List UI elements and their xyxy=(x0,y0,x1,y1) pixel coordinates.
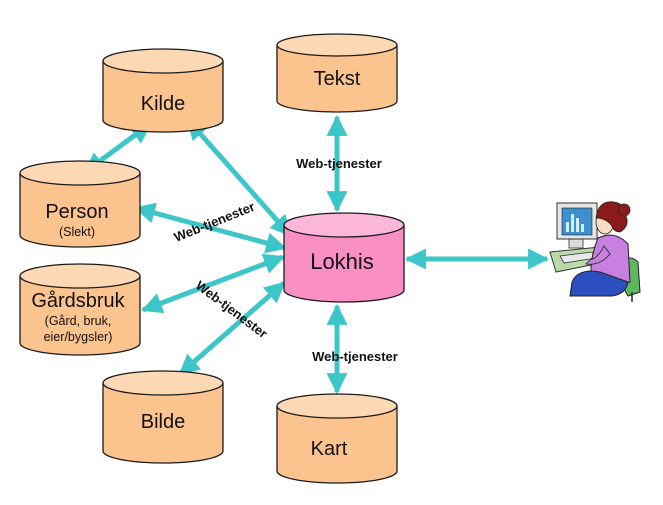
cylinder-body xyxy=(283,225,405,303)
cylinder-body xyxy=(19,276,141,356)
user-at-computer-icon xyxy=(549,201,641,302)
arrow-bilde-lokhis xyxy=(178,281,286,376)
cylinder-top xyxy=(19,263,141,289)
legs xyxy=(569,270,629,297)
connections xyxy=(83,114,550,395)
screen-bar xyxy=(571,214,574,232)
node-tekst: Tekst xyxy=(276,33,398,113)
cylinder-top xyxy=(276,393,398,419)
node-label: Kart xyxy=(311,438,348,460)
cylinder-top xyxy=(102,48,224,74)
node-sublabel: eier/bygsler) xyxy=(44,330,113,344)
cylinder-body xyxy=(19,173,141,248)
node-label: Bilde xyxy=(141,411,185,433)
connection-label-tekst: Web-tjenester xyxy=(296,156,382,171)
node-label: Kilde xyxy=(141,93,185,115)
node-label: Gårdsbruk xyxy=(31,290,125,312)
node-gardsbruk: Gårdsbruk (Gård, bruk, eier/bygsler) xyxy=(19,263,141,356)
node-person: Person (Slekt) xyxy=(19,160,141,248)
node-lokhis: Lokhis xyxy=(283,212,405,303)
cylinder-body xyxy=(102,61,224,133)
cylinder-top xyxy=(283,212,405,238)
connection-label-kart: Web-tjenester xyxy=(312,349,398,364)
cylinder-top xyxy=(19,160,141,186)
node-sublabel: (Gård, bruk, xyxy=(45,314,112,328)
node-kart: Kart xyxy=(276,393,398,484)
node-label: Lokhis xyxy=(310,249,374,274)
hair-bun xyxy=(617,203,631,217)
node-bilde: Bilde xyxy=(102,370,224,464)
node-label: Person xyxy=(45,201,108,223)
arrow-person-lokhis xyxy=(133,202,288,254)
cylinder-top xyxy=(102,370,224,396)
node-kilde: Kilde xyxy=(102,48,224,133)
node-sublabel: (Slekt) xyxy=(59,225,95,239)
screen-bar xyxy=(581,224,584,232)
arm xyxy=(585,245,611,265)
screen-bar xyxy=(566,222,569,232)
cylinder-body xyxy=(276,45,398,113)
cylinder-body xyxy=(276,406,398,484)
node-label: Tekst xyxy=(314,68,361,90)
cylinder-top xyxy=(276,33,398,57)
cylinder-body xyxy=(102,383,224,464)
screen-bar xyxy=(576,218,579,232)
